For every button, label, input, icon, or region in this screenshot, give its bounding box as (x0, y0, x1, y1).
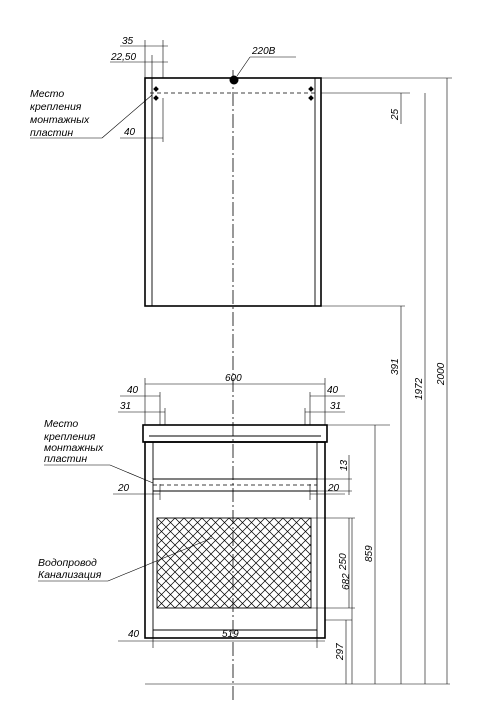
hatch-line (346, 518, 436, 608)
hatch-line (355, 518, 445, 608)
dim-13: 13 (339, 459, 350, 471)
mount-upper-line1: Место (30, 88, 64, 100)
dim-v-859: 859 (364, 545, 375, 562)
dim-right-20: 20 (327, 483, 340, 494)
mid-dimensions: 13 20 20 (113, 455, 352, 500)
hatch-line (157, 518, 230, 591)
dim-v-682: 682 (341, 573, 352, 590)
dim-left-40: 40 (127, 385, 139, 396)
hatch-line (309, 606, 311, 608)
hatch-line (157, 518, 212, 573)
dim-35: 35 (122, 36, 134, 47)
dim-22-50: 22,50 (110, 52, 136, 63)
socket-label: 220В (251, 46, 276, 57)
bottom-dimensions: 519 40 (118, 629, 325, 648)
dim-right-31: 31 (330, 401, 341, 412)
hatch-line (264, 561, 311, 608)
hatch-line (391, 518, 481, 608)
dim-right-40: 40 (327, 385, 339, 396)
hatch-line (157, 518, 194, 555)
hatch-line (157, 562, 203, 608)
dim-v-297: 297 (335, 643, 346, 661)
mount-upper-line2: крепления (30, 101, 82, 113)
hatch-line (183, 518, 275, 608)
mount-lower-line2: крепления (44, 431, 96, 443)
hatch-line (157, 518, 203, 564)
hatch-line (364, 518, 454, 608)
hatch-line (319, 518, 409, 608)
washbasin-top (142, 424, 328, 443)
hatch-line (273, 570, 311, 608)
plumbing-line1: Водопровод (38, 557, 97, 569)
hatch-line (228, 525, 311, 608)
hatch-line (157, 571, 194, 608)
lower-cabinet-body (144, 441, 326, 639)
lower-cabinet (142, 424, 483, 639)
hatch-line (400, 518, 483, 608)
dim-519: 519 (222, 629, 239, 640)
dim-v-25: 25 (390, 108, 401, 121)
lower-top-dimensions: 600 40 40 31 31 (118, 373, 345, 425)
mount-label-lower: Место крепления монтажных пластин (44, 418, 154, 484)
hatch-line (157, 518, 239, 600)
hatch-line (282, 518, 311, 547)
hatch-line (210, 518, 302, 608)
mount-lower-line4: пластин (44, 453, 87, 465)
hatch-line (192, 518, 284, 608)
socket-mark: 220В (229, 46, 296, 85)
vertical-dimensions: 25 391 1972 2000 859 682 250 297 (311, 77, 452, 684)
hatch-line (282, 579, 311, 608)
hatch-line (273, 518, 311, 556)
mount-lower-line3: монтажных (44, 442, 104, 454)
hatch-line (157, 518, 221, 582)
mount-label-upper: Место крепления монтажных пластин (30, 88, 153, 139)
dim-upper-40: 40 (124, 127, 136, 138)
mount-lower-line1: Место (44, 418, 78, 430)
hatch-line (337, 518, 427, 608)
dim-v-250: 250 (338, 553, 349, 571)
dim-v-1972: 1972 (414, 377, 425, 400)
plumbing-label: Водопровод Канализация (38, 537, 213, 582)
hatch-line (246, 543, 311, 608)
hatch-line (174, 518, 266, 608)
mount-upper-line4: пластин (30, 127, 73, 139)
hatch-line (382, 518, 472, 608)
hatch-line (291, 588, 311, 608)
hatch-line (157, 518, 185, 546)
plumbing-line2: Канализация (38, 569, 102, 581)
top-dimensions: 35 22,50 40 (110, 36, 168, 142)
dim-v-391: 391 (390, 358, 401, 375)
hatch-line (309, 518, 311, 520)
upper-mount-marks (153, 86, 314, 101)
dim-left-31: 31 (120, 401, 131, 412)
hatch-line (165, 518, 257, 608)
hatch-line (201, 518, 293, 608)
hatch-line (237, 534, 311, 608)
hatch-line (157, 589, 176, 608)
hatch-line (157, 518, 176, 537)
plumbing-hatch (157, 518, 483, 608)
dim-left-20: 20 (117, 483, 130, 494)
hatch-line (255, 552, 311, 608)
dim-600: 600 (225, 373, 242, 384)
dim-v-2000: 2000 (436, 362, 447, 386)
socket-icon (229, 75, 239, 85)
hatch-line (157, 580, 185, 608)
hatch-line (219, 518, 311, 608)
mount-upper-line3: монтажных (30, 114, 90, 126)
hatch-line (291, 518, 311, 538)
dim-bottom-40: 40 (128, 629, 140, 640)
hatch-line (157, 518, 248, 608)
hatch-line (373, 518, 463, 608)
